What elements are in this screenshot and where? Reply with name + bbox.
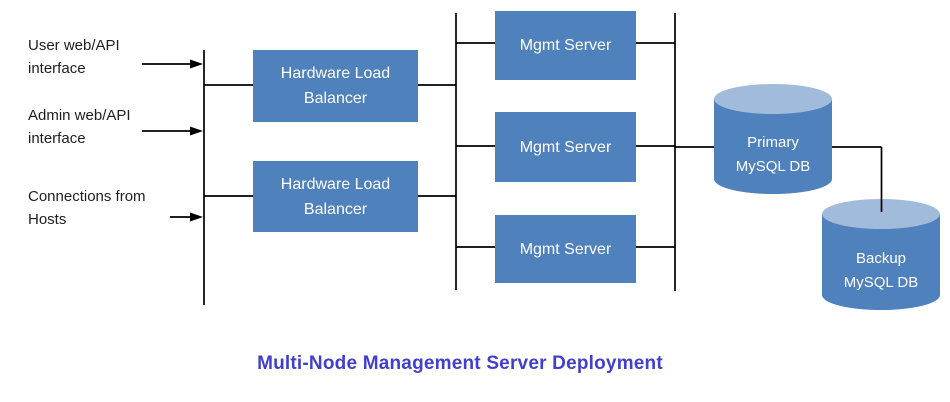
arrow-user-interface — [142, 59, 203, 69]
load-balancer-box-1: Hardware Load Balancer — [253, 50, 418, 122]
mgmt-server-box-1: Mgmt Server — [495, 11, 636, 80]
backup-db-label: Backup MySQL DB — [822, 247, 940, 295]
node-label: Mgmt Server — [519, 240, 612, 258]
input-label-admin: Admin web/API interface — [28, 104, 131, 150]
node-label: Hardware Load Balancer — [280, 175, 391, 218]
backup-db-cylinder — [822, 199, 940, 310]
node-label: Hardware Load Balancer — [280, 65, 391, 107]
input-label-line: interface — [28, 130, 86, 147]
cylinder-top — [822, 199, 940, 229]
arrowhead-icon — [190, 126, 203, 136]
input-label-line: Admin web/API — [28, 107, 131, 124]
diagram-title: Multi-Node Management Server Deployment — [257, 353, 663, 374]
db-label-line: MySQL DB — [735, 158, 811, 175]
input-label-line: Hosts — [28, 211, 67, 228]
input-label-hosts: Connections from Hosts — [28, 185, 146, 231]
load-balancer-box-2: Hardware Load Balancer — [253, 161, 418, 232]
mgmt-server-box-2: Mgmt Server — [495, 112, 636, 182]
node-label: Mgmt Server — [519, 37, 612, 54]
input-label-line: User web/API — [28, 37, 120, 54]
primary-db-cylinder — [714, 84, 832, 194]
arrow-admin-interface — [142, 126, 203, 136]
arrow-host-connections — [170, 212, 203, 222]
arrowhead-icon — [190, 59, 203, 69]
arrowhead-icon — [190, 212, 203, 222]
input-label-line: interface — [28, 60, 86, 77]
db-label-line: MySQL DB — [843, 274, 919, 291]
input-label-user: User web/API interface — [28, 34, 120, 80]
input-label-line: Connections from — [28, 188, 146, 205]
db-label-line: Backup — [855, 250, 907, 267]
cylinder-top — [714, 84, 832, 114]
db-label-line: Primary — [747, 134, 799, 151]
primary-db-label: Primary MySQL DB — [714, 131, 832, 179]
mgmt-server-box-3: Mgmt Server — [495, 215, 636, 283]
node-label: Mgmt Server — [519, 138, 612, 156]
